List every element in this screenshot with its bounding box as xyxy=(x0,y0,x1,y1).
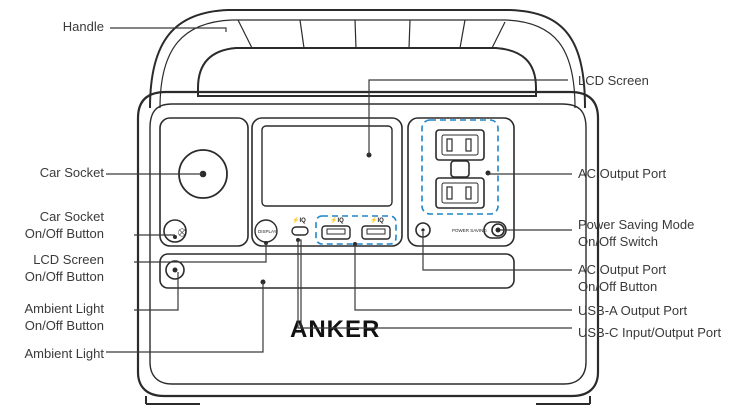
switch-dot xyxy=(495,227,501,233)
lcd-screen xyxy=(261,125,393,207)
usb-a-highlight xyxy=(315,215,397,245)
power-saving-label: POWER SAVING xyxy=(452,228,487,233)
leader-lines xyxy=(106,27,572,353)
ac-port-dot xyxy=(485,170,491,176)
leader-ac-button xyxy=(422,232,572,271)
usb-a-badge-2: ⚡IQ xyxy=(370,216,384,224)
ambient-light-bar xyxy=(159,253,515,289)
body-shell xyxy=(136,90,600,405)
usb-a-port-2 xyxy=(361,225,391,240)
leader-handle xyxy=(110,27,227,32)
label-lcd-screen-button: LCD Screen On/Off Button xyxy=(24,252,104,284)
label-handle: Handle xyxy=(62,19,104,34)
ac-outlet-top xyxy=(435,129,485,161)
ac-outlets-highlight xyxy=(421,119,499,215)
usb-ports xyxy=(254,219,391,243)
dashed-highlights xyxy=(315,119,499,245)
ac-panel xyxy=(407,117,515,247)
ac-button-dot xyxy=(421,228,425,232)
label-car-socket-button: Car Socket On/Off Button xyxy=(24,209,104,241)
label-ambient-light: Ambient Light xyxy=(24,346,105,361)
usb-c-badge: ⚡IQ xyxy=(292,216,306,224)
car-socket-panel xyxy=(159,117,249,247)
label-car-socket: Car Socket xyxy=(39,165,104,180)
label-ac-output-button: AC Output Port On/Off Button xyxy=(578,262,667,294)
brand-logo: ANKER xyxy=(290,316,380,343)
label-power-saving-switch: Power Saving Mode On/Off Switch xyxy=(578,217,695,249)
label-ambient-light-button: Ambient Light On/Off Button xyxy=(24,301,105,333)
usb-c-port xyxy=(291,226,309,236)
label-ac-output-port: AC Output Port xyxy=(578,166,667,181)
leader-lcd-button xyxy=(134,243,267,263)
leader-ambient-button xyxy=(134,272,179,311)
label-usb-c-port: USB-C Input/Output Port xyxy=(578,325,722,340)
ambient-light-button xyxy=(165,260,185,280)
leader-usb-a xyxy=(354,244,572,311)
car-button-dot xyxy=(173,235,177,239)
car-socket-button-icon: ⛒ xyxy=(178,228,187,237)
ambient-button-dot xyxy=(172,267,178,273)
usb-a-badge-1: ⚡IQ xyxy=(330,216,344,224)
ac-outlet-bottom xyxy=(435,177,485,209)
label-usb-a-port: USB-A Output Port xyxy=(578,303,688,318)
leader-usb-c-2 xyxy=(298,239,302,328)
display-button-label: DISPLAY xyxy=(258,229,277,234)
label-lcd-screen: LCD Screen xyxy=(578,73,649,88)
handle xyxy=(149,9,586,109)
car-socket-button xyxy=(163,219,187,243)
leader-usb-c-1 xyxy=(297,240,572,329)
usb-a-port-1 xyxy=(321,225,351,240)
lcd-panel xyxy=(251,117,403,247)
leader-ambient-light xyxy=(106,282,264,353)
leader-lcd-screen xyxy=(368,79,568,155)
